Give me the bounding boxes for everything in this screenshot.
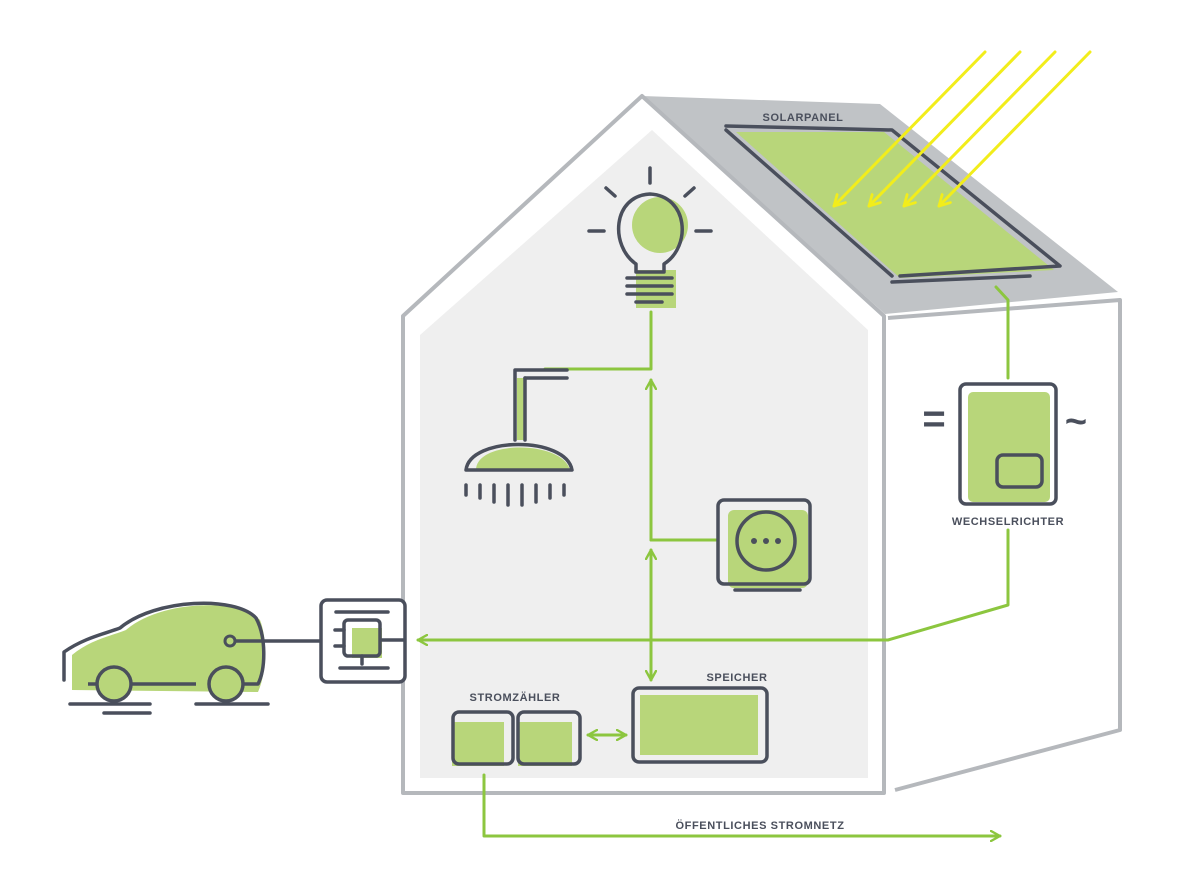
inverter: = ~ WECHSELRICHTER <box>922 382 1087 528</box>
solar-panel: SOLARPANEL <box>724 112 1062 284</box>
storage-label: SPEICHER <box>706 672 767 684</box>
dc-symbol: = <box>922 397 945 441</box>
house-side-wall <box>887 298 1122 792</box>
charging-plug-icon <box>319 598 407 684</box>
house-interior <box>420 130 868 778</box>
wall-socket-icon <box>716 498 812 592</box>
bulb-shower-line <box>543 310 653 371</box>
connections <box>416 285 1010 836</box>
panel-to-inverter-line <box>994 285 1010 380</box>
solar-panel-label: SOLARPANEL <box>763 112 844 124</box>
sun-rays <box>832 50 1092 208</box>
shower-icon <box>464 368 574 507</box>
electric-car-icon <box>62 601 321 715</box>
inverter-label: WECHSELRICHTER <box>952 516 1064 528</box>
storage: SPEICHER <box>631 672 769 764</box>
meter-label: STROMZÄHLER <box>470 691 561 704</box>
electricity-meter: STROMZÄHLER <box>451 691 582 766</box>
light-bulb-icon <box>587 166 713 308</box>
ac-symbol: ~ <box>1065 401 1087 443</box>
public-grid-label: ÖFFENTLICHES STROMNETZ <box>675 819 844 832</box>
house-front-wall <box>401 94 886 795</box>
grid-line <box>482 773 1002 836</box>
